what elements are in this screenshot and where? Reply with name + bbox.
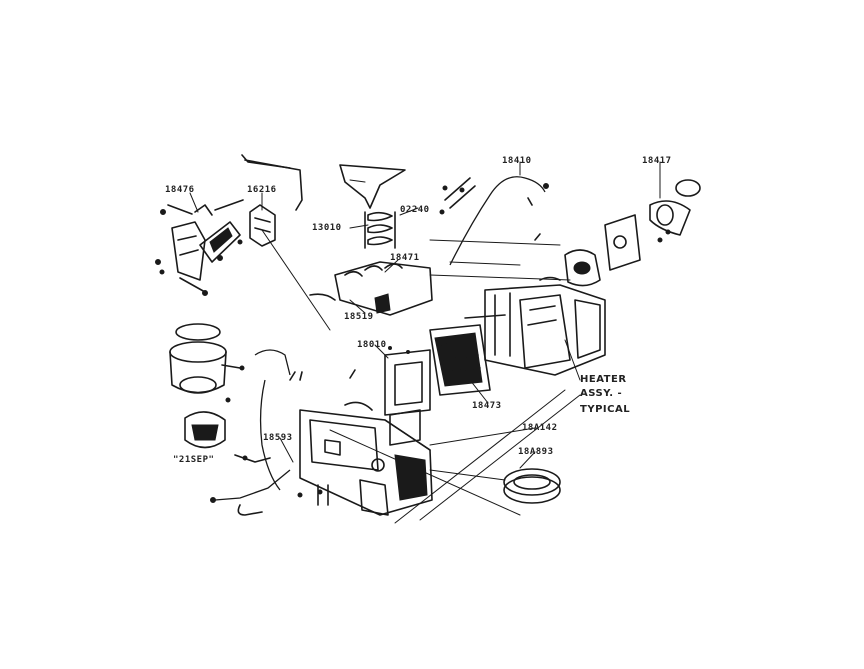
frame-panel-18010: [384, 346, 431, 446]
coil-part-13010: [364, 211, 396, 249]
callout-18a142: 18A142: [522, 423, 558, 433]
callout-18010: 18010: [357, 340, 387, 350]
callout-18417: 18417: [642, 156, 672, 166]
note-line-2: ASSY. -: [580, 388, 622, 399]
knob-18417: [564, 179, 701, 287]
callout-assembly-label: "21SEP": [173, 455, 214, 465]
callout-18471: 18471: [390, 253, 420, 263]
wiring-harness-left: [210, 349, 373, 516]
callout-13010: 13010: [312, 223, 342, 233]
callout-18410: 18410: [502, 156, 532, 166]
heater-assembly-note: HEATER ASSY. - TYPICAL: [580, 374, 630, 415]
callout-18a893: 18A893: [518, 447, 554, 457]
callout-18476: 18476: [165, 185, 195, 195]
callout-18593: 18593: [263, 433, 293, 443]
top-shroud: [339, 164, 406, 209]
note-line-3: TYPICAL: [580, 404, 630, 415]
tray-18471: [309, 261, 433, 316]
ring-gasket-18a893: [503, 468, 561, 504]
element-cartridge-18473: [429, 314, 506, 396]
heater-housing: [484, 276, 606, 376]
callout-labels: 18476 16216 13010 02240 18410 18417 1847…: [165, 156, 672, 465]
fasteners-02240: [439, 177, 476, 215]
bracket-assembly-left: [155, 199, 244, 296]
callout-02240: 02240: [400, 205, 430, 215]
callout-18473: 18473: [472, 401, 502, 411]
main-body-18593: [299, 409, 433, 516]
fan-cylinder-left: [169, 323, 245, 449]
callout-16216: 16216: [247, 185, 277, 195]
cable-18410: [449, 176, 549, 266]
note-line-1: HEATER: [580, 374, 627, 385]
clip-part-16216: [241, 154, 303, 247]
callout-18519: 18519: [344, 312, 374, 322]
